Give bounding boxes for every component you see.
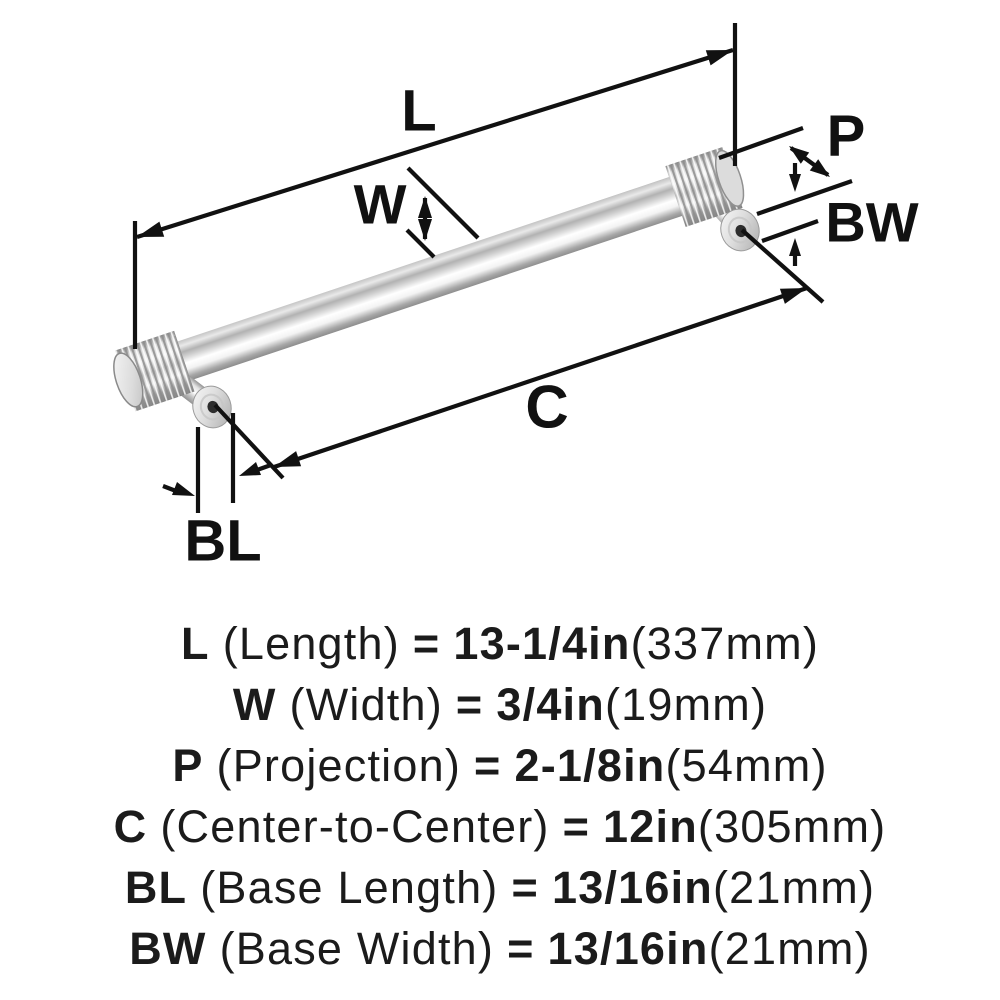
arrowhead-base-left [172,482,195,496]
p-bw-ref-line-mid [756,179,853,216]
flange-ring-right [727,216,753,244]
spec-metric: (337mm) [630,618,820,669]
screw-hole-left [207,400,219,414]
spec-list: L (Length) = 13-1/4in (337mm) W (Width) … [0,613,1000,979]
spec-value: 3/4in [496,679,605,730]
arrowhead-length-right [705,50,733,66]
arrowhead-projection-upper [789,146,810,164]
bw-ref-line-bottom [761,219,819,243]
arrowhead-length-left [137,221,165,237]
arrowhead-base-right [239,462,261,476]
arrowhead-width-up [418,196,432,218]
spec-row-center-to-center: C (Center-to-Center) = 12in (305mm) [114,796,887,857]
spec-abbr: L [180,618,210,669]
label-base-width: BW [825,191,918,254]
spec-metric: (305mm) [697,801,887,852]
spec-value: 2-1/8in [514,740,666,791]
dimension-arrowheads [137,50,830,496]
label-projection: P [827,104,866,169]
spec-name: (Center-to-Center) [160,801,550,852]
spec-value: 12in [603,801,698,852]
arrowhead-bw-down [789,174,801,192]
base-flange-right [720,208,760,252]
arrowhead-projection-lower [809,159,830,177]
spec-name: (Base Length) [200,862,499,913]
bl-arrow-right-shaft [256,463,272,472]
arrowhead-bw-up [789,238,801,256]
spec-metric: (21mm) [712,862,876,913]
dim-line-length [136,47,734,240]
base-flange-left [192,385,232,429]
spec-equals: = [455,679,484,730]
bl-arrow-left-shaft [162,484,177,493]
spec-abbr: BL [124,862,188,913]
diagram-area: L W P BW C BL [113,23,919,574]
arrowhead-width-down [418,219,432,241]
spec-name: (Projection) [216,740,462,791]
spec-equals: = [474,740,502,791]
w-slash-short [405,228,436,259]
spec-metric: (54mm) [665,740,828,791]
pull-handle [113,147,760,429]
spec-row-width: W (Width) = 3/4in (19mm) [233,674,767,735]
spec-row-base-width: BW (Base Width) = 13/16in (21mm) [129,918,871,979]
flange-ring-left [199,393,225,421]
knurled-cap-left [113,330,195,412]
dimension-labels: L W P BW C BL [184,79,918,574]
spec-value: 13-1/4in [453,618,631,669]
spec-name: (Base Width) [219,923,495,974]
spec-name: (Width) [289,679,443,730]
label-length: L [401,79,436,144]
spec-metric: (19mm) [604,679,768,730]
cap-face-left [113,352,144,408]
knurled-cap-right [665,147,745,227]
ext-line-center-left [213,403,285,480]
label-base-length: BL [184,509,261,574]
spec-value: 13/16in [551,862,713,913]
label-width: W [354,173,407,236]
spec-equals: = [507,923,535,974]
handle-bar [165,173,693,385]
spec-abbr: W [232,679,277,730]
spec-metric: (21mm) [708,923,871,974]
spec-equals: = [511,862,539,913]
w-slash-long [406,166,480,240]
arrowhead-center-right [779,288,807,304]
spec-abbr: P [172,740,204,791]
spec-row-projection: P (Projection) = 2-1/8in (54mm) [172,735,827,796]
spec-abbr: BW [129,923,207,974]
spec-row-base-length: BL (Base Length) = 13/16in (21mm) [125,857,875,918]
p-ref-line-top [718,126,804,160]
label-center-to-center: C [525,374,568,441]
arrowhead-center-left [274,451,302,467]
spec-name: (Length) [222,618,400,669]
spec-value: 13/16in [547,923,709,974]
spec-row-length: L (Length) = 13-1/4in (337mm) [181,613,819,674]
diagram-svg: L W P BW C BL [113,23,919,574]
spec-equals: = [562,801,591,852]
spec-abbr: C [113,801,148,852]
cap-face-right [714,149,745,207]
cap-inner-edge-left [173,335,193,388]
dim-line-center [273,286,808,469]
ext-line-center-right [740,228,825,304]
spec-equals: = [412,618,441,669]
